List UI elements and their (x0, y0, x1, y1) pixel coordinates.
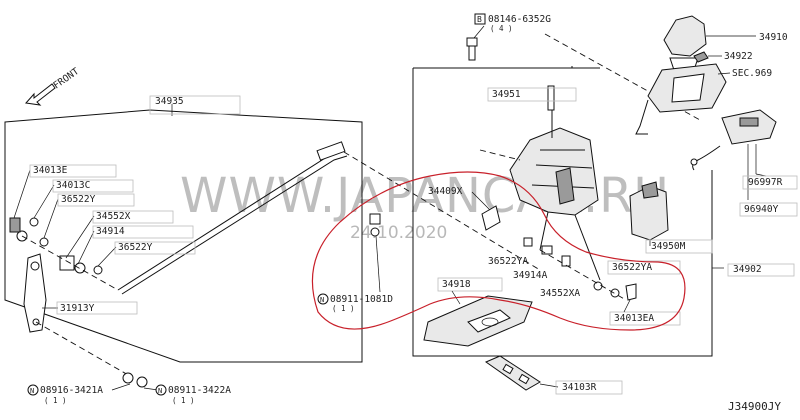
bolt-top (466, 37, 478, 61)
label-34918: 34918 (442, 279, 471, 290)
label-08146-qty: ( 4 ) (490, 24, 513, 33)
label-34914A: 34914A (513, 270, 548, 281)
red-annotation-outline (311, 171, 686, 331)
label-36522Y-a: 36522Y (61, 194, 96, 205)
label-34103R: 34103R (562, 382, 597, 393)
fastener-nut-bottom (111, 372, 159, 391)
watermark-date: 24.10.2020 (350, 223, 447, 243)
svg-text:N: N (158, 387, 162, 395)
label-34910: 34910 (759, 32, 788, 43)
slide-plate-34103R (484, 355, 541, 391)
diagram-code: J34900JY (728, 400, 781, 413)
connector-unit (690, 109, 777, 200)
label-34013C: 34013C (56, 180, 90, 191)
n-marker-icon: N (155, 384, 167, 396)
label-08916-qty: ( 1 ) (44, 396, 67, 405)
console-finisher (635, 63, 727, 135)
right-frame-top (413, 66, 600, 69)
button-34922 (693, 51, 722, 63)
label-34552X: 34552X (96, 211, 131, 222)
label-34409X: 34409X (428, 186, 463, 197)
label-08916-3421A: 08916-3421A (40, 385, 103, 396)
nut-middle (369, 213, 381, 293)
label-08911-1081D-qty: ( 1 ) (332, 304, 355, 313)
right-frame (412, 68, 713, 357)
label-96940Y: 96940Y (744, 204, 779, 215)
label-34935: 34935 (155, 96, 184, 107)
shift-mechanism (479, 110, 601, 281)
label-34914: 34914 (96, 226, 125, 237)
svg-text:B: B (477, 15, 482, 24)
indicator-bezel-34918 (423, 295, 533, 347)
label-34013EA: 34013EA (614, 313, 654, 324)
label-34951: 34951 (492, 89, 521, 100)
label-08911-1081D: 08911-1081D (330, 294, 393, 305)
b-marker-icon: B (474, 13, 486, 25)
label-34013E: 34013E (33, 165, 68, 176)
label-31913Y: 31913Y (60, 303, 95, 314)
label-08911-3422A: 08911-3422A (168, 385, 231, 396)
svg-text:N: N (320, 296, 324, 304)
label-34552XA: 34552XA (540, 288, 580, 299)
shift-lock-unit-34950M (629, 181, 669, 246)
label-08911-3422A-qty: ( 1 ) (172, 396, 195, 405)
label-36522Y-b: 36522Y (118, 242, 153, 253)
n-marker-icon: N (27, 384, 39, 396)
control-device-frame (4, 109, 363, 363)
label-08146-6352G: 08146-6352G (488, 14, 551, 25)
label-36522YA-a: 36522YA (488, 256, 528, 267)
small-parts-lower (523, 237, 637, 301)
control-cable (117, 141, 541, 295)
label-box-34935 (149, 95, 241, 115)
label-sec969: SEC.969 (732, 68, 772, 79)
front-label: FRONT (51, 66, 81, 92)
bracket-34409X (481, 205, 501, 231)
front-arrow-icon (25, 83, 56, 106)
n-marker-icon: N (317, 293, 329, 305)
label-34902: 34902 (733, 264, 762, 275)
lever-rod-34951 (547, 85, 555, 111)
label-36522YA-b: 36522YA (612, 262, 652, 273)
label-34950M: 34950M (651, 241, 686, 252)
label-34922: 34922 (724, 51, 753, 62)
lever-parts-left (9, 217, 131, 377)
label-96997R: 96997R (748, 177, 783, 188)
svg-text:N: N (30, 387, 34, 395)
